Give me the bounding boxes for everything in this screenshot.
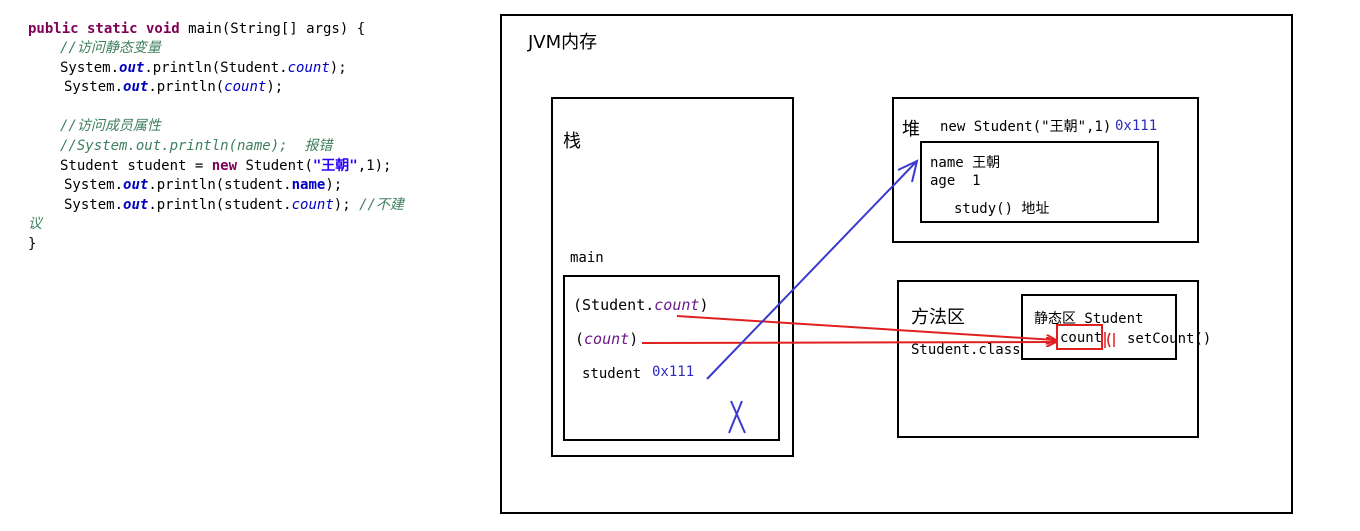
object-age-field: age 1 [930,173,981,189]
main-frame-label: main [570,250,604,266]
code-text: System. [60,60,120,76]
code-line-new-student: Student student = new Student("王朝",1); [60,157,391,176]
code-field: count [224,79,267,95]
stack-text: ( [575,330,585,348]
code-text: .println( [148,79,225,95]
static-count-highlight [1056,324,1103,350]
code-line-print-name: System.out.println(student.name); [64,176,342,195]
code-comment-member: //访问成员属性 [60,118,161,134]
code-line-print-student-count: System.out.println(student.count); //不建 [64,196,404,215]
heap-new-student: new Student("王朝",1) [940,119,1112,135]
stack-box [551,97,794,457]
static-setcount-method: setCount() [1127,331,1212,347]
jvm-memory-box [500,14,1293,514]
stack-title: 栈 [563,131,581,152]
static-area-title: 静态区 Student [1034,311,1144,327]
code-line-print-count: System.out.println(count); [64,78,283,97]
code-text: .println(student. [148,197,292,213]
code-keyword: new [211,158,238,174]
x-mark-text: X [736,419,737,421]
count-scribble-mark [1104,332,1115,348]
code-field: out [123,79,149,95]
code-field: count [291,197,334,213]
stack-text: (Student. [573,296,655,314]
code-string: "王朝" [312,158,358,174]
stack-count-access: (count) [575,330,638,348]
code-text: .println(Student. [144,60,288,76]
arrow-count-ref [641,342,1055,343]
heap-title: 堆 [902,119,920,140]
stack-static-access: (Student.count) [573,296,708,314]
code-text: ); [333,197,360,213]
code-text: Student student = [60,158,212,174]
code-text: ); [329,60,347,76]
code-comment: //不建 [359,197,404,213]
arrow-student-ref [706,161,917,380]
code-text: ); [266,79,284,95]
code-field: count [287,60,330,76]
arrow-student-head [897,159,919,183]
code-line-print-static-count: System.out.println(Student.count); [60,59,347,78]
code-comment-wrap: 议 [28,216,42,232]
code-text: System. [64,177,124,193]
object-name-field: name 王朝 [930,155,1001,171]
code-line-close-brace: } [28,236,37,252]
code-text: ); [325,177,343,193]
code-field: name [291,177,326,193]
stack-text: ) [699,296,709,314]
code-text: System. [64,197,124,213]
code-text: main(String[] args) { [179,21,366,37]
heap-box [892,97,1199,243]
main-frame-box [563,275,780,441]
heap-object-box [920,141,1159,223]
code-comment-error: //System.out.println(name); 报错 [60,138,333,154]
code-text: .println(student. [148,177,292,193]
stack-field: count [654,296,700,314]
static-area-box [1021,294,1177,360]
code-keyword: public static void [28,21,180,37]
method-area-title: 方法区 [911,307,965,328]
code-line-main-signature: public static void main(String[] args) { [28,20,365,39]
stack-student-address: 0x111 [652,364,695,380]
code-field: out [123,177,149,193]
x-mark [728,400,746,434]
method-area-class: Student.class [911,342,1021,358]
code-text: ,1); [357,158,392,174]
code-field: out [123,197,149,213]
object-study-method: study() 地址 [954,201,1050,217]
jvm-title: JVM内存 [528,32,598,53]
stack-field: count [584,330,630,348]
code-comment-static: //访问静态变量 [60,40,161,56]
stack-text: ) [629,330,639,348]
code-text: System. [64,79,124,95]
static-count-field: count [1060,330,1103,346]
arrow-static-count-ref [676,315,1055,340]
stack-student-var: student [582,366,642,382]
method-area-box [897,280,1199,438]
heap-object-address: 0x111 [1115,118,1158,134]
code-field: out [119,60,145,76]
code-text: Student( [237,158,313,174]
